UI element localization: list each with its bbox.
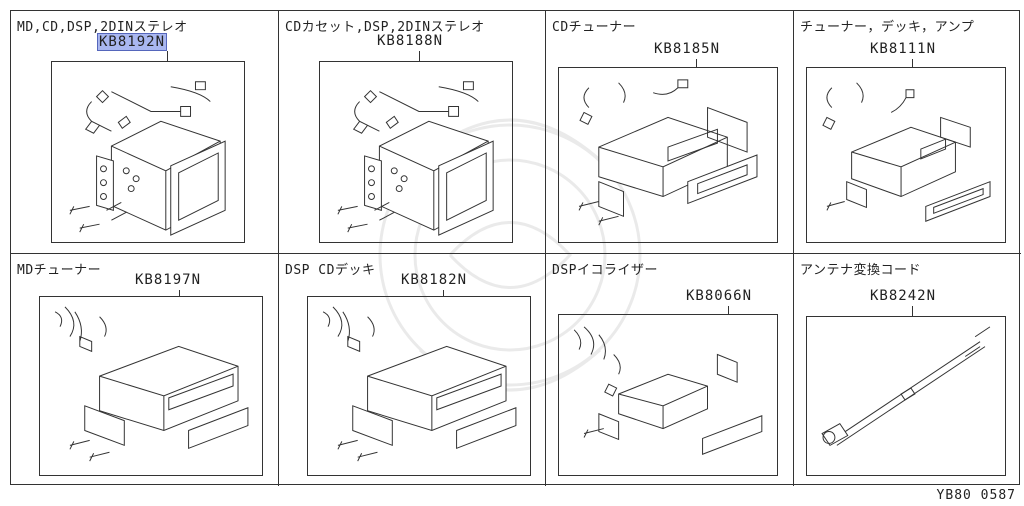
part-code[interactable]: KB8188N bbox=[377, 33, 444, 49]
parts-grid: MD,CD,DSP,2DINステレオ KB8192N CDカセット,DSP,2D… bbox=[10, 10, 1021, 486]
cell-kb8182n[interactable]: DSP CDデッキ KB8182N bbox=[279, 254, 546, 486]
cell-kb8242n[interactable]: アンテナ変換コード KB8242N bbox=[794, 254, 1021, 486]
leader-line bbox=[419, 51, 420, 61]
part-illustration bbox=[319, 61, 513, 243]
cell-title: MDチューナー bbox=[17, 263, 102, 278]
part-illustration bbox=[558, 67, 778, 243]
single-din-kit-drawing bbox=[578, 79, 758, 226]
part-illustration bbox=[558, 314, 778, 476]
part-illustration bbox=[39, 296, 263, 476]
part-illustration bbox=[806, 67, 1006, 243]
part-code[interactable]: KB8066N bbox=[686, 288, 753, 304]
cell-title: CDチューナー bbox=[552, 20, 637, 35]
dsp-cd-deck-kit-drawing bbox=[322, 306, 517, 462]
cell-kb8188n[interactable]: CDカセット,DSP,2DINステレオ KB8188N bbox=[279, 11, 546, 254]
cell-kb8192n[interactable]: MD,CD,DSP,2DINステレオ KB8192N bbox=[11, 11, 279, 254]
part-code[interactable]: KB8111N bbox=[870, 41, 937, 57]
part-illustration bbox=[51, 61, 245, 243]
cell-kb8197n[interactable]: MDチューナー KB8197N bbox=[11, 254, 279, 486]
leader-line bbox=[696, 59, 697, 67]
cell-title: DSPイコライザー bbox=[552, 263, 658, 278]
leader-line bbox=[728, 306, 729, 314]
cell-kb8111n[interactable]: チューナー，デッキ，アンプ KB8111N bbox=[794, 11, 1021, 254]
part-code[interactable]: KB8242N bbox=[870, 288, 937, 304]
antenna-cord-drawing bbox=[821, 326, 991, 447]
cell-title: DSP CDデッキ bbox=[285, 263, 376, 278]
cell-title: MD,CD,DSP,2DINステレオ bbox=[17, 20, 188, 35]
cell-title: CDカセット,DSP,2DINステレオ bbox=[285, 20, 485, 35]
leader-line bbox=[179, 290, 180, 296]
double-din-kit-drawing bbox=[337, 81, 494, 236]
cell-kb8185n[interactable]: CDチューナー KB8185N bbox=[546, 11, 794, 254]
leader-line bbox=[912, 59, 913, 67]
leader-line bbox=[167, 51, 168, 61]
watermark-emblem bbox=[378, 118, 642, 392]
cell-title: アンテナ変換コード bbox=[800, 263, 921, 278]
dsp-equalizer-kit-drawing bbox=[573, 326, 763, 455]
part-illustration bbox=[307, 296, 531, 476]
part-code[interactable]: KB8182N bbox=[401, 272, 468, 288]
part-code[interactable]: KB8185N bbox=[654, 41, 721, 57]
part-code[interactable]: KB8192N bbox=[97, 33, 168, 51]
cell-kb8066n[interactable]: DSPイコライザー KB8066N bbox=[546, 254, 794, 486]
leader-line bbox=[443, 290, 444, 296]
part-illustration bbox=[806, 316, 1006, 476]
md-tuner-kit-drawing bbox=[54, 306, 249, 462]
cell-title: チューナー，デッキ，アンプ bbox=[800, 20, 975, 35]
tuner-deck-kit-drawing bbox=[822, 82, 991, 222]
diagram-id: YB80 0587 bbox=[936, 488, 1016, 503]
leader-line bbox=[912, 306, 913, 316]
part-code[interactable]: KB8197N bbox=[135, 272, 202, 288]
double-din-kit-drawing bbox=[69, 81, 226, 236]
